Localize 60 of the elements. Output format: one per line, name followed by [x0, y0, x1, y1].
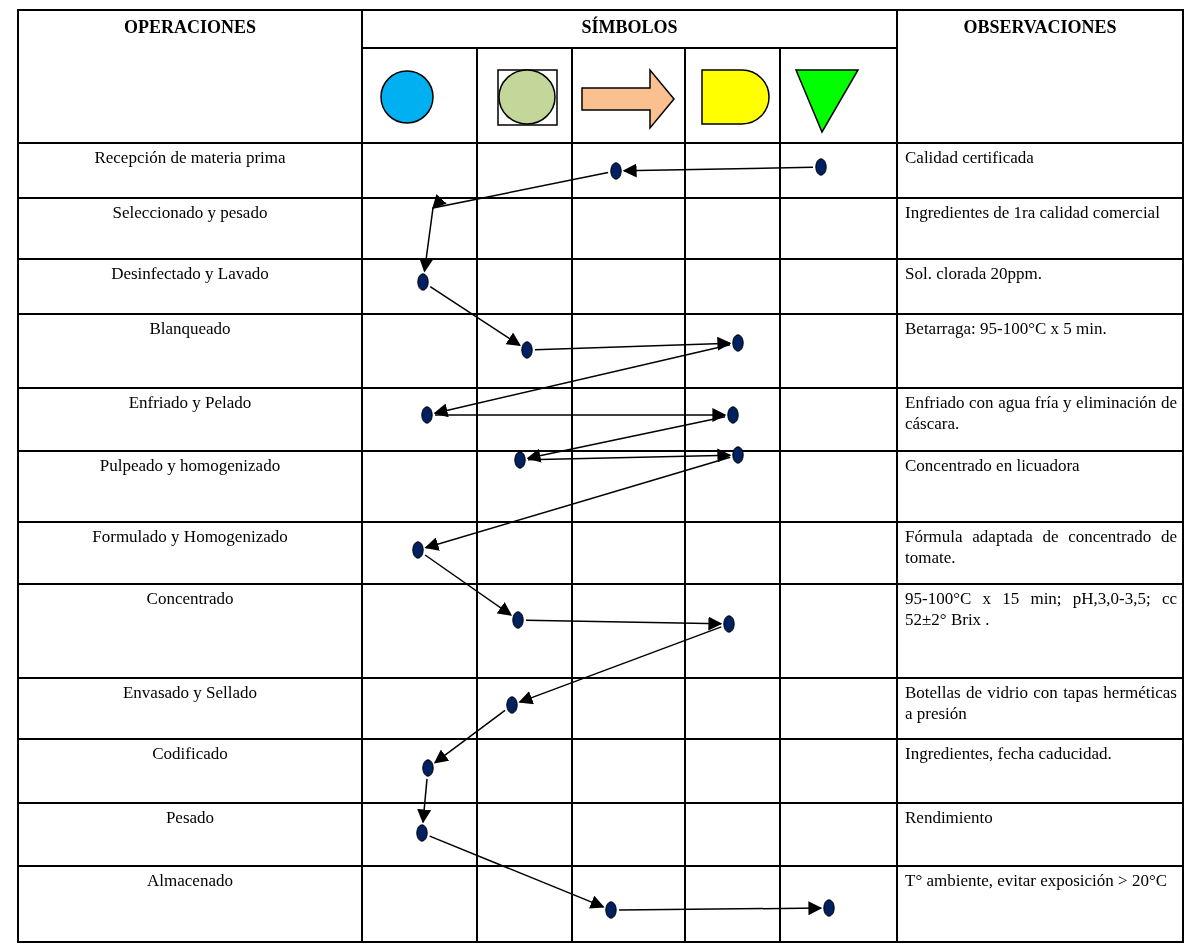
flow-dot	[723, 615, 735, 633]
operation-text: Blanqueado	[148, 318, 232, 339]
flow-dot	[815, 158, 827, 176]
flow-dot	[521, 341, 533, 359]
arrow	[622, 163, 814, 178]
observation-text: 95-100°C x 15 min; pH,3,0-3,5; cc 52±2° Brix .	[905, 588, 1177, 630]
arrow	[618, 901, 823, 916]
observation-text: Fórmula adaptada de concentrado de tomate.	[905, 526, 1177, 568]
arrow	[433, 344, 731, 418]
arrow	[525, 616, 723, 631]
flow-dot	[512, 611, 524, 629]
flow-dot	[732, 446, 744, 464]
flow-dot	[727, 406, 739, 424]
flow-dot	[412, 541, 424, 559]
arrow	[434, 408, 727, 422]
arrow	[527, 448, 732, 463]
flow-dot	[605, 901, 617, 919]
column-header: OBSERVACIONES	[962, 17, 1118, 38]
operation-text: Envasado y Sellado	[121, 682, 259, 703]
arrow	[526, 415, 726, 463]
arrow	[534, 336, 732, 351]
flow-dot	[823, 899, 835, 917]
observation-text: Calidad certificada	[905, 147, 1035, 168]
operation-text: Almacenado	[146, 870, 234, 891]
observation-text: Enfriado con agua fría y eliminación de cáscara.	[905, 392, 1177, 434]
arrow	[429, 285, 521, 347]
arrow	[428, 835, 605, 909]
operation-text: Desinfectado y Lavado	[110, 263, 270, 284]
arrow	[424, 456, 731, 551]
column-header: SÍMBOLOS	[580, 17, 679, 38]
observation-text: Ingredientes de 1ra calidad comercial	[905, 202, 1161, 223]
operation-text: Pulpeado y homogenizado	[98, 455, 282, 476]
flow-dot	[417, 273, 429, 291]
operation-text: Formulado y Homogenizado	[91, 526, 289, 547]
arrow	[424, 554, 513, 616]
operation-text: Concentrado	[145, 588, 235, 609]
flow-dot	[416, 824, 428, 842]
observation-text: Rendimiento	[905, 807, 994, 828]
arrow	[518, 626, 723, 705]
observation-text: Betarraga: 95-100°C x 5 min.	[905, 318, 1108, 339]
observation-text: Sol. clorada 20ppm.	[905, 263, 1043, 284]
observation-text: Concentrado en licuadora	[905, 455, 1081, 476]
column-header: OPERACIONES	[123, 17, 257, 38]
operation-text: Seleccionado y pesado	[111, 202, 269, 223]
observation-text: Ingredientes, fecha caducidad.	[905, 743, 1113, 764]
observation-text: T° ambiente, evitar exposición > 20°C	[905, 870, 1169, 891]
operation-text: Recepción de materia prima	[93, 147, 287, 168]
flow-dot	[732, 334, 744, 352]
flow-dot	[506, 696, 518, 714]
flow-dot	[610, 162, 622, 180]
operation-text: Codificado	[151, 743, 229, 764]
flow-dot	[421, 406, 433, 424]
observation-text: Botellas de vidrio con tapas herméticas a presión	[905, 682, 1177, 724]
flow-dot	[514, 451, 526, 469]
operation-text: Pesado	[164, 807, 216, 828]
arrow	[417, 778, 432, 824]
arrow	[433, 709, 506, 764]
flow-dot	[422, 759, 434, 777]
operation-text: Enfriado y Pelado	[127, 392, 253, 413]
arrow	[420, 171, 609, 273]
